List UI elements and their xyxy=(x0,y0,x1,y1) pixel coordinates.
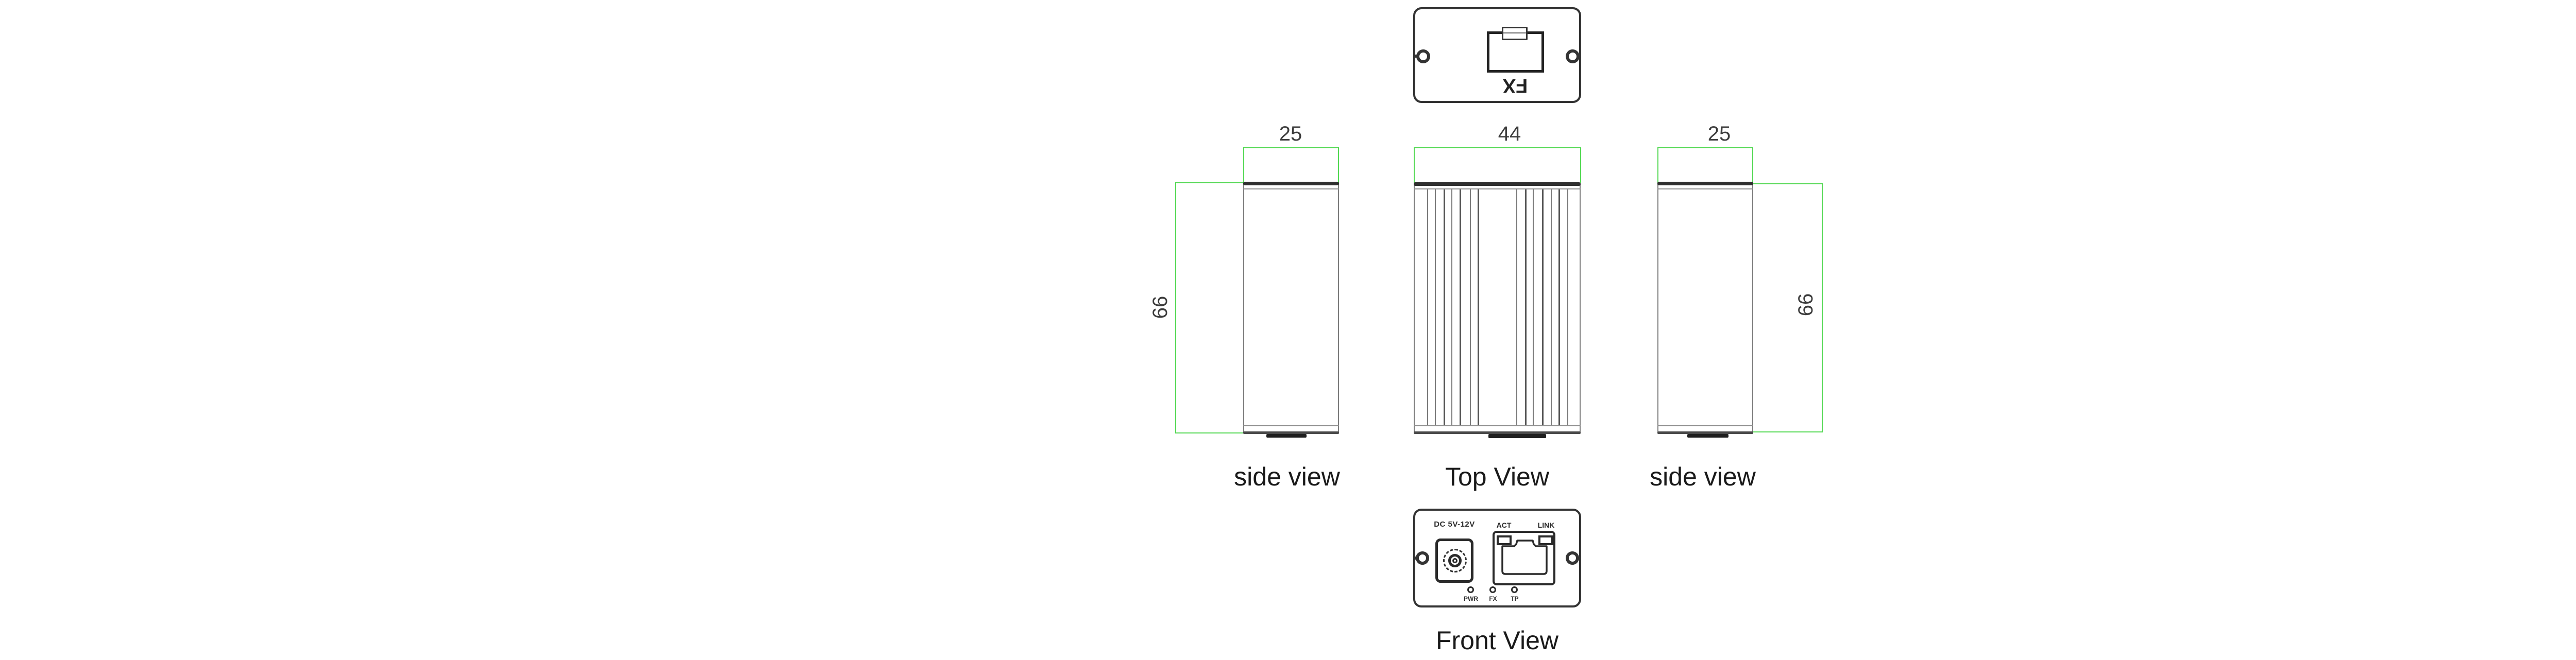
extension-line xyxy=(1414,147,1415,183)
extension-line xyxy=(1580,147,1581,183)
fiber-port-label: FX xyxy=(1502,75,1528,96)
extension-line xyxy=(1752,147,1753,183)
top-edge-band xyxy=(1243,182,1339,185)
extension-line xyxy=(1338,147,1339,183)
heatsink-fin xyxy=(1478,189,1479,425)
pwr-led-icon xyxy=(1467,586,1474,593)
top-view-body xyxy=(1414,182,1581,434)
extension-line xyxy=(1175,182,1243,183)
extension-line xyxy=(1175,432,1243,433)
fiber-port-latch xyxy=(1502,27,1528,40)
screw-nub xyxy=(1578,55,1581,58)
tp-led-label: TP xyxy=(1511,595,1519,602)
heatsink-fin xyxy=(1533,189,1534,425)
heatsink-fin xyxy=(1525,189,1527,425)
bottom-edge-band xyxy=(1414,431,1581,434)
screw-hole-icon xyxy=(1416,551,1429,565)
screw-nub xyxy=(1578,557,1581,560)
side-view-left-label: side view xyxy=(1234,462,1340,491)
heatsink-fin xyxy=(1470,189,1471,425)
base-foot xyxy=(1687,434,1728,438)
heatsink-fin xyxy=(1460,189,1461,425)
fx-led-label: FX xyxy=(1489,595,1497,602)
rj45-link-led-window xyxy=(1538,535,1553,545)
dimension-line xyxy=(1822,183,1823,432)
heatsink-fin xyxy=(1551,189,1552,425)
act-led-label: ACT xyxy=(1496,521,1512,529)
side-view-left-body xyxy=(1243,182,1339,434)
fx-led-icon xyxy=(1489,586,1496,593)
screw-nub xyxy=(1413,55,1417,58)
rj45-opening xyxy=(1501,540,1548,575)
dimension-left-width: 25 xyxy=(1279,123,1302,145)
dimension-line xyxy=(1243,147,1339,148)
tp-led-icon xyxy=(1511,586,1518,593)
heatsink-fin xyxy=(1435,189,1436,425)
screw-nub xyxy=(1413,557,1416,560)
edge-line xyxy=(1657,425,1753,426)
dc-power-label: DC 5V-12V xyxy=(1434,520,1475,529)
screw-hole-icon xyxy=(1566,551,1579,565)
side-view-right-label: side view xyxy=(1650,462,1756,491)
latch-line xyxy=(1503,32,1526,33)
top-edge-band xyxy=(1657,182,1753,185)
heatsink-fin xyxy=(1516,189,1517,425)
dimension-line xyxy=(1657,147,1753,148)
front-view-label: Front View xyxy=(1435,626,1559,655)
dimension-line xyxy=(1175,182,1176,433)
edge-line xyxy=(1414,188,1581,189)
heatsink-fin xyxy=(1558,189,1560,425)
heatsink-fin xyxy=(1427,189,1428,425)
extension-line xyxy=(1753,431,1823,432)
heatsink-fin xyxy=(1567,189,1568,425)
heatsink-fin xyxy=(1444,189,1445,425)
side-view-right-body xyxy=(1657,182,1753,434)
bottom-edge-band xyxy=(1243,431,1339,434)
edge-line xyxy=(1243,425,1339,426)
link-led-label: LINK xyxy=(1537,521,1555,529)
rj45-act-led-window xyxy=(1497,535,1512,545)
dimension-top-width: 44 xyxy=(1498,123,1521,145)
dimension-line xyxy=(1414,147,1581,148)
edge-line xyxy=(1657,188,1753,189)
top-view-label: Top View xyxy=(1445,462,1549,491)
base-foot xyxy=(1488,434,1546,438)
bottom-edge-band xyxy=(1657,431,1753,434)
heatsink-fin xyxy=(1542,189,1544,425)
pwr-led-label: PWR xyxy=(1464,595,1478,602)
heatsink-fin xyxy=(1451,189,1452,425)
edge-line xyxy=(1243,188,1339,189)
top-edge-band xyxy=(1414,182,1581,186)
dimension-left-height: 66 xyxy=(1149,296,1172,319)
dimension-right-height: 66 xyxy=(1794,293,1817,317)
dimension-right-width: 25 xyxy=(1707,123,1731,145)
dc-jack-pin xyxy=(1452,558,1458,563)
extension-line xyxy=(1243,147,1244,183)
screw-hole-icon xyxy=(1416,49,1430,63)
edge-line xyxy=(1414,425,1581,426)
extension-line xyxy=(1657,147,1658,183)
base-foot xyxy=(1266,434,1307,438)
extension-line xyxy=(1753,183,1823,184)
